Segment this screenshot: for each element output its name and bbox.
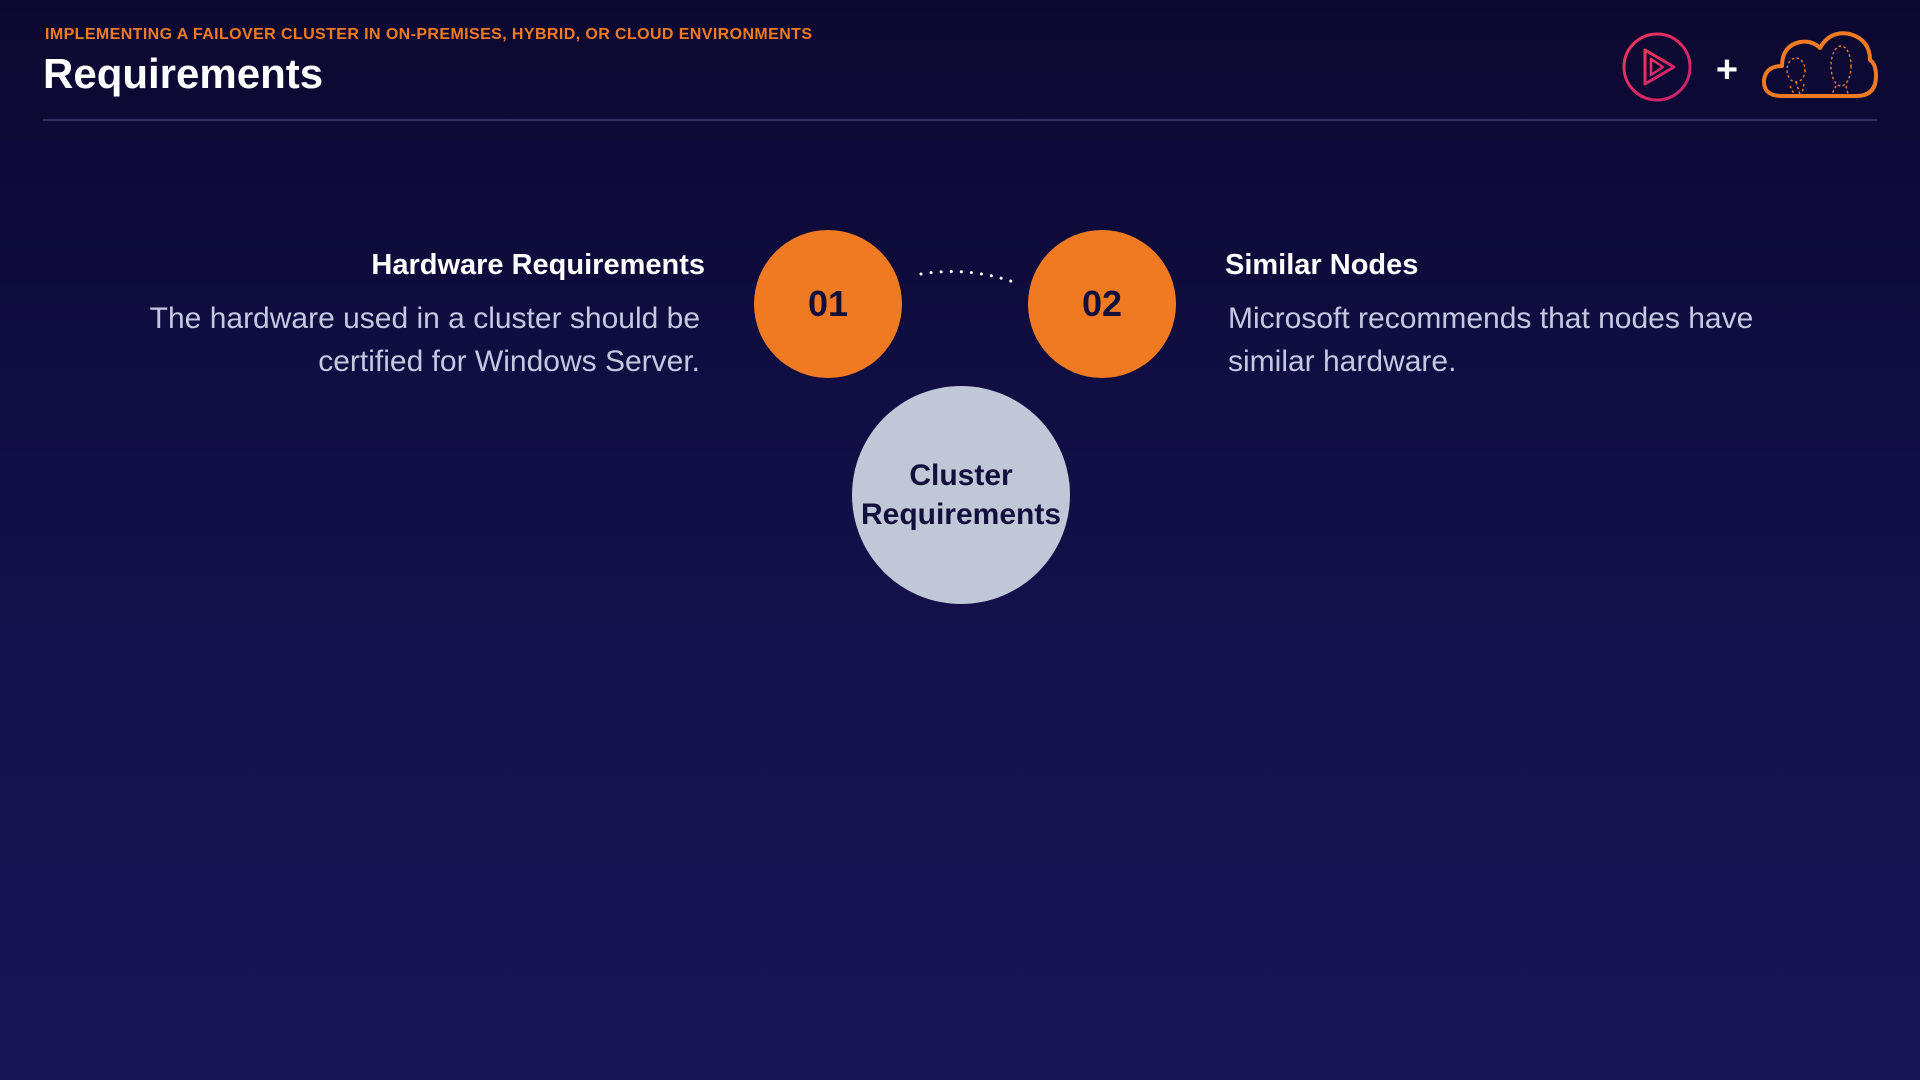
hardware-requirements-text: The hardware used in a cluster should be…: [149, 302, 700, 378]
slide-title: Requirements: [43, 50, 324, 97]
header-divider: [43, 119, 1877, 121]
similar-nodes-heading: Similar Nodes: [1225, 249, 1419, 281]
step-02-circle: 02: [1028, 230, 1176, 378]
similar-nodes-text: Microsoft recommends that nodes have sim…: [1228, 302, 1754, 378]
plus-icon: +: [1715, 49, 1739, 91]
cloud-icon: [1761, 31, 1878, 98]
step-01-circle: 01: [754, 230, 902, 378]
dotted-connector: [919, 270, 1021, 286]
play-icon: [1622, 32, 1692, 102]
center-label: Cluster Requirements: [860, 459, 1062, 531]
hardware-requirements-heading: Hardware Requirements: [371, 249, 705, 281]
course-subtitle: IMPLEMENTING A FAILOVER CLUSTER IN ON-PR…: [45, 26, 813, 43]
center-circle: Cluster Requirements: [852, 386, 1070, 604]
step-01-number: 01: [807, 283, 849, 324]
step-02-number: 02: [1081, 283, 1123, 324]
